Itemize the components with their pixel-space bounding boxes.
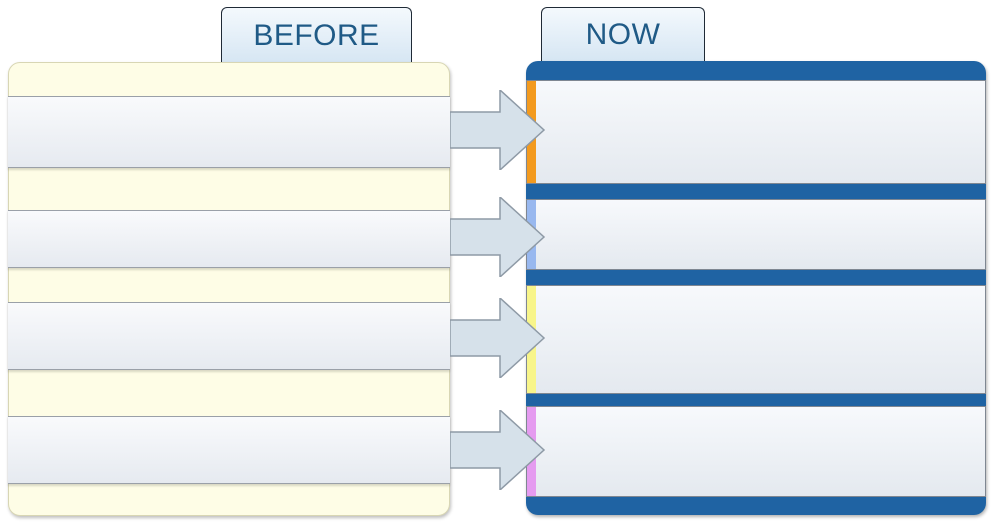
- now-row-3: [526, 285, 986, 394]
- arrow-icon-4: [450, 410, 546, 490]
- now-tab: NOW: [541, 7, 705, 61]
- arrow-icon-3: [450, 298, 546, 378]
- before-row-2: [8, 210, 450, 268]
- now-row-1: [526, 80, 986, 184]
- before-row-3: [8, 302, 450, 370]
- arrow-icon-1: [450, 90, 546, 170]
- before-row-4: [8, 416, 450, 484]
- now-row-2: [526, 199, 986, 270]
- now-row-4: [526, 406, 986, 497]
- arrow-icon-2: [450, 197, 546, 277]
- before-row-1: [8, 96, 450, 168]
- before-tab: BEFORE: [221, 7, 412, 63]
